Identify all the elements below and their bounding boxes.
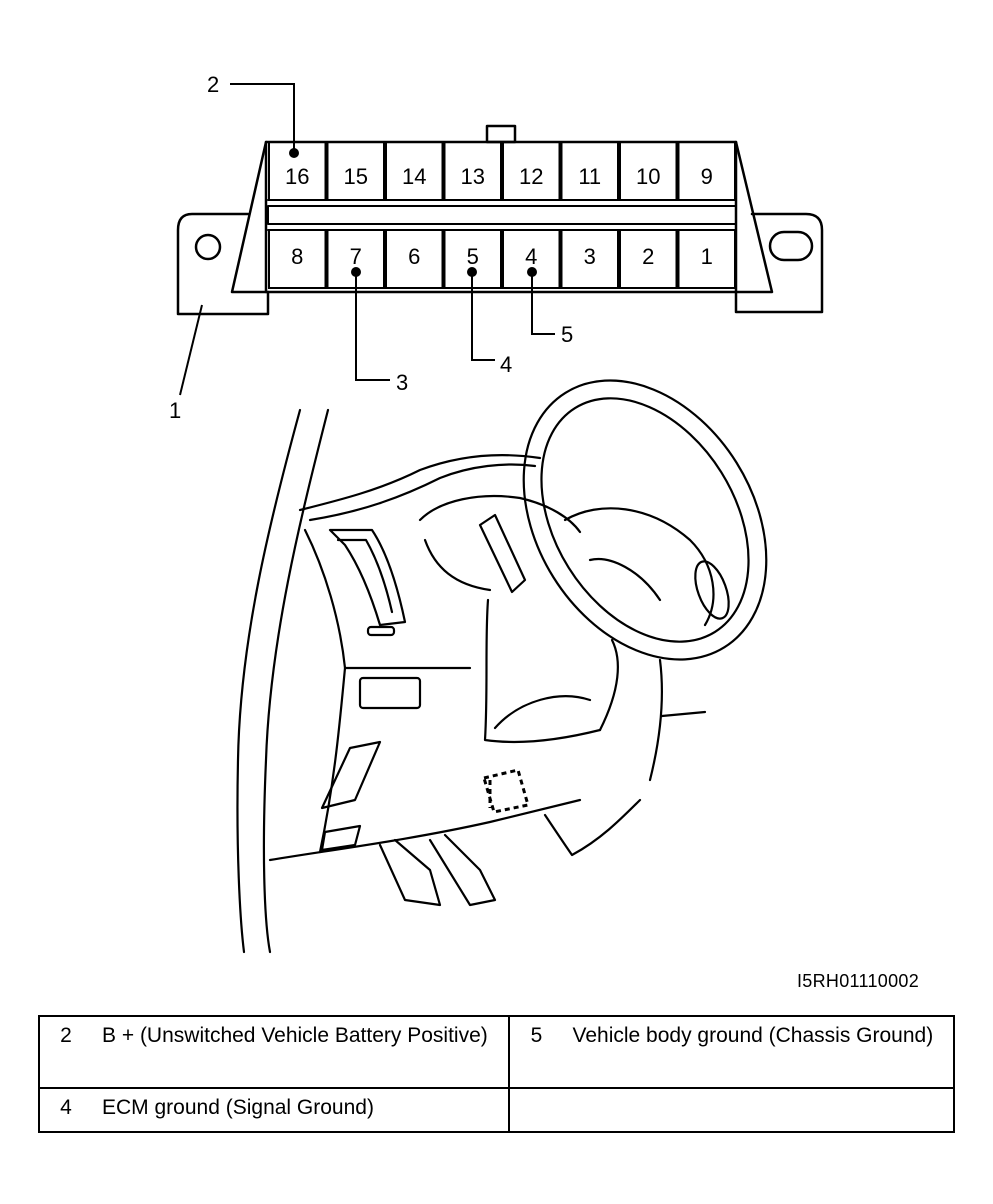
pin-5-marker: [467, 267, 477, 277]
leader-line-3: [355, 272, 390, 381]
pin-cell: [385, 141, 444, 201]
leader-line-5: [531, 272, 555, 335]
pin-label-4: 4: [525, 244, 537, 269]
pin-label-8: 8: [291, 244, 303, 269]
pin-label-1: 1: [701, 244, 713, 269]
pin-label-10: 10: [636, 164, 660, 189]
pin-label-12: 12: [519, 164, 543, 189]
leader-line-1: [179, 304, 203, 396]
legend-number: 4: [38, 1087, 96, 1133]
pin-label-11: 11: [578, 164, 601, 189]
pin-cell: [443, 141, 502, 201]
pin-cell: [677, 141, 736, 201]
callout-1: 1: [169, 398, 181, 423]
legend-text: B + (Unswitched Vehicle Battery Positive…: [96, 1015, 511, 1089]
legend-row: 4 ECM ground (Signal Ground): [38, 1087, 955, 1133]
pin-label-14: 14: [402, 164, 426, 189]
pin-label-7: 7: [350, 244, 362, 269]
callout-5: 5: [561, 322, 573, 347]
callout-2: 2: [207, 72, 219, 97]
center-divider: [267, 205, 737, 225]
left-mounting-flange: [176, 212, 270, 316]
pin-label-15: 15: [344, 164, 368, 189]
connector-key: [485, 124, 517, 144]
pin-label-13: 13: [461, 164, 485, 189]
pin-label-16: 16: [285, 164, 309, 189]
right-mount-slot: [768, 230, 814, 262]
pin-16-marker: [289, 148, 299, 158]
pin-label-2: 2: [642, 244, 654, 269]
pin-cell: [326, 141, 385, 201]
left-mount-hole: [194, 233, 222, 261]
pin-label-5: 5: [467, 244, 479, 269]
legend-text: ECM ground (Signal Ground): [96, 1087, 511, 1133]
leader-line-2: [230, 83, 295, 150]
dlc-location-marker: [482, 768, 530, 814]
pin-label-9: 9: [701, 164, 713, 189]
legend-text: Vehicle body ground (Chassis Ground): [566, 1015, 955, 1089]
pin-4-marker: [527, 267, 537, 277]
figure-code: I5RH01110002: [797, 971, 920, 991]
legend-number: 5: [508, 1015, 567, 1089]
pin-cell: [560, 229, 619, 289]
connector-diagram: 16 15 14 13 12 11 10 9 8 7 6 5 4 3 2 1 2 1 3 4 5: [169, 72, 824, 954]
pin-cell: [268, 141, 327, 201]
callout-3: 3: [396, 370, 408, 395]
pin-cell: [268, 229, 327, 289]
vehicle-interior-illustration: [236, 379, 768, 954]
top-pin-row: 16 15 14 13 12 11 10 9: [268, 141, 736, 201]
pin-cell: [385, 229, 444, 289]
pin-label-3: 3: [584, 244, 596, 269]
pin-7-marker: [351, 267, 361, 277]
leader-line-4: [471, 272, 495, 361]
pin-cell: [619, 229, 678, 289]
pin-label-6: 6: [408, 244, 420, 269]
legend-row: 2 B + (Unswitched Vehicle Battery Positi…: [38, 1015, 955, 1089]
callout-4: 4: [500, 352, 512, 377]
pin-cell: [502, 141, 561, 201]
bottom-pin-row: 8 7 6 5 4 3 2 1: [268, 229, 736, 289]
legend-text: [566, 1087, 955, 1133]
pin-cell: [560, 141, 619, 201]
legend-table: 2 B + (Unswitched Vehicle Battery Positi…: [38, 1015, 955, 1133]
pin-cell: [619, 141, 678, 201]
right-mounting-flange: [734, 212, 824, 314]
pin-cell: [677, 229, 736, 289]
legend-number: [508, 1087, 567, 1133]
legend-number: 2: [38, 1015, 96, 1089]
